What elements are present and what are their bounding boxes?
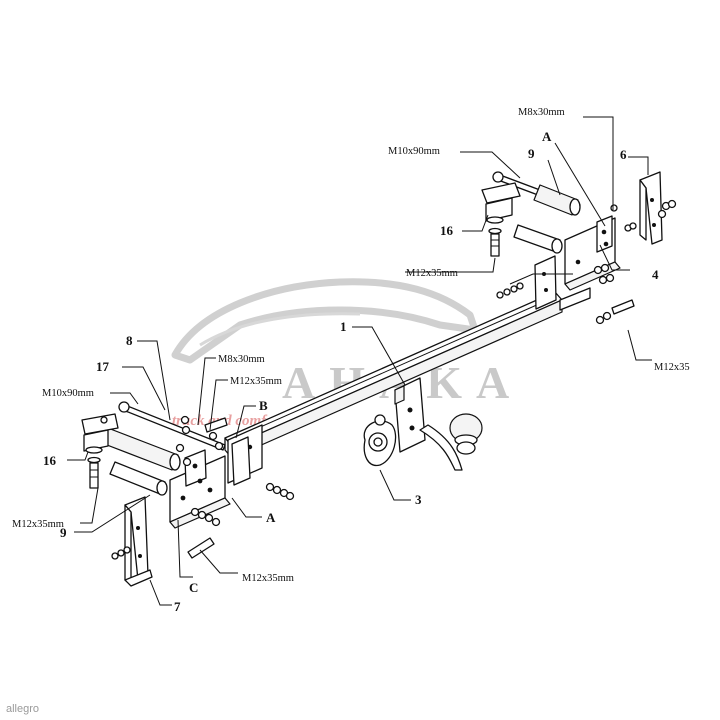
watermark-car-icon [171, 278, 479, 364]
callout-right-a: A [542, 129, 552, 144]
right-fasteners [496, 199, 677, 325]
callout-part-1: 1 [340, 319, 347, 334]
hitch-mount-plate [394, 377, 426, 453]
callout-left-b: B [259, 398, 268, 413]
callout-right-m12x35mm: M12x35mm [406, 268, 458, 279]
right-spacer-tube [533, 184, 581, 216]
callout-left-m12x35-top: M12x35mm [230, 376, 282, 387]
left-part-7-bracket [124, 496, 153, 587]
callout-right-m10x90: M10x90mm [388, 146, 440, 157]
callout-left-a: A [266, 510, 276, 525]
callout-right-16: 16 [440, 223, 454, 238]
callout-left-c: C [189, 580, 198, 595]
left-part-16-plate [81, 413, 119, 489]
right-part-16-plate [481, 182, 521, 257]
callout-right-6: 6 [620, 147, 627, 162]
callout-left-m12x35-bottom: M12x35mm [242, 573, 294, 584]
left-lower-spacer [109, 461, 168, 496]
leader-lines [67, 116, 652, 606]
callout-left-17: 17 [96, 359, 110, 374]
callout-right-m12x35: M12x35 [654, 362, 690, 373]
callout-left-m10x90: M10x90mm [42, 388, 94, 399]
callout-left-m12x35-side: M12x35mm [12, 519, 64, 530]
right-lower-spacer [513, 224, 563, 254]
left-inner-plate [231, 436, 251, 486]
callout-left-7: 7 [174, 599, 181, 614]
tow-ball [449, 413, 483, 455]
callout-left-8: 8 [126, 333, 133, 348]
callout-left-m8x30: M8x30mm [218, 354, 265, 365]
tow-ball-neck [419, 424, 463, 471]
callout-labels: M8x30mm A M10x90mm 9 6 16 4 M12x35mm M12… [12, 107, 690, 614]
right-part-6-bracket [639, 171, 663, 245]
electrical-socket [363, 414, 397, 467]
callout-left-9: 9 [60, 525, 67, 540]
callout-right-9: 9 [528, 146, 535, 161]
callout-part-3: 3 [415, 492, 422, 507]
footer-source-mark: allegro [6, 703, 39, 715]
callout-left-16: 16 [43, 453, 57, 468]
watermark-car-roof-icon [199, 312, 361, 347]
callout-right-4: 4 [652, 267, 659, 282]
callout-right-m8x30: M8x30mm [518, 107, 565, 118]
right-side-bracket [559, 215, 621, 311]
left-fasteners [100, 415, 295, 560]
left-long-bolt [118, 401, 226, 451]
beam-plate-right [534, 255, 557, 310]
